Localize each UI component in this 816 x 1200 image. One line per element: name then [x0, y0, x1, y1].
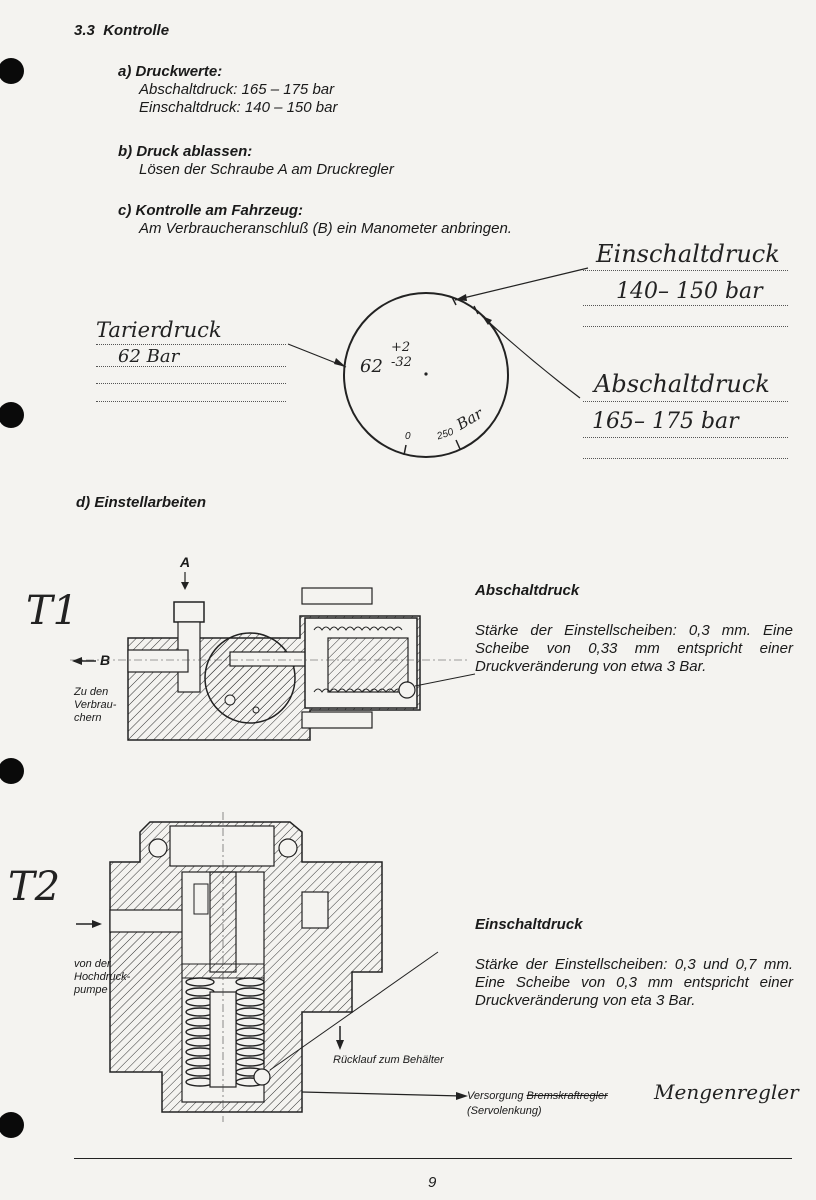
figure2-ruecklauf: Rücklauf zum Behälter — [333, 1054, 444, 1066]
gauge-diagram — [287, 267, 589, 458]
figure2-heading: Einschaltdruck — [475, 916, 583, 933]
dotted-line — [583, 437, 788, 438]
figure2-versorgung: Versorgung Bremskraftregler — [467, 1090, 608, 1102]
item-a: a) Druckwerte: Abschaltdruck: 165 – 175 … — [118, 63, 337, 117]
page-number: 9 — [428, 1174, 437, 1191]
handwritten-tarier-value: 62 Bar — [118, 346, 180, 367]
item-a-line: Einschaltdruck: 140 – 150 bar — [139, 99, 338, 116]
figure2-von-der: von der Hochdruck- pumpe — [74, 958, 131, 996]
dotted-line — [583, 305, 788, 306]
handwritten-tarier-label: Tarierdruck — [96, 318, 222, 342]
figure1-drawing — [70, 572, 476, 741]
item-a-line: Abschaltdruck: 165 – 175 bar — [139, 81, 335, 98]
binder-hole — [0, 58, 24, 84]
dotted-line — [96, 344, 286, 345]
dotted-line — [96, 366, 286, 367]
figure2-drawing — [76, 812, 468, 1122]
dotted-line — [583, 270, 788, 271]
item-a-heading: a) Druckwerte: — [118, 63, 223, 80]
figure1-zu-den: Zu den Verbrau- chern — [74, 686, 117, 724]
item-d-heading: d) Einstellarbeiten — [76, 494, 207, 511]
gauge-tolerance-plus: +2 — [391, 340, 411, 355]
item-b-heading: b) Druck ablassen: — [118, 143, 253, 160]
figure2-text: Stärke der Einstellscheiben: 0,3 und 0,7… — [475, 956, 793, 1009]
figure2-servolenkung: (Servolenkung) — [467, 1105, 542, 1117]
item-c: c) Kontrolle am Fahrzeug: Am Verbraucher… — [118, 202, 512, 238]
binder-hole — [0, 758, 24, 784]
item-c-heading: c) Kontrolle am Fahrzeug: — [118, 202, 304, 219]
gauge-circle — [343, 292, 509, 458]
item-c-line: Am Verbraucheranschluß (B) ein Manometer… — [139, 220, 512, 237]
gauge-tolerance-minus: -32 — [391, 355, 412, 370]
item-b-line: Lösen der Schraube A am Druckregler — [139, 161, 394, 178]
handwritten-mengenregler: Mengenregler — [654, 1080, 799, 1104]
handwritten-abschalt-value: 165– 175 bar — [592, 409, 739, 434]
dotted-line — [583, 401, 788, 402]
dotted-line — [96, 401, 286, 402]
figure1-heading: Abschaltdruck — [475, 582, 580, 599]
footer-rule — [74, 1158, 792, 1159]
figure1-label-a: A — [180, 554, 191, 570]
section-title: Kontrolle — [103, 22, 170, 39]
handwritten-t1: T1 — [26, 588, 79, 634]
dotted-line — [583, 326, 788, 327]
section-heading: 3.3 Kontrolle — [74, 22, 169, 40]
figure1-text: Stärke der Einstellscheiben: 0,3 mm. Ein… — [475, 622, 793, 675]
dotted-line — [583, 458, 788, 459]
handwritten-t2: T2 — [8, 864, 61, 910]
handwritten-abschalt-label: Abschaltdruck — [594, 370, 770, 398]
binder-hole — [0, 402, 24, 428]
item-b: b) Druck ablassen: Lösen der Schraube A … — [118, 143, 394, 179]
dotted-line — [96, 383, 286, 384]
gauge-reading: 62 — [360, 356, 383, 377]
handwritten-einschalt-value: 140– 150 bar — [616, 279, 763, 304]
gauge-zero-label: 0 — [405, 431, 411, 442]
binder-hole — [0, 1112, 24, 1138]
handwritten-einschalt-label: Einschaltdruck — [596, 240, 780, 268]
section-number: 3.3 — [74, 22, 95, 39]
